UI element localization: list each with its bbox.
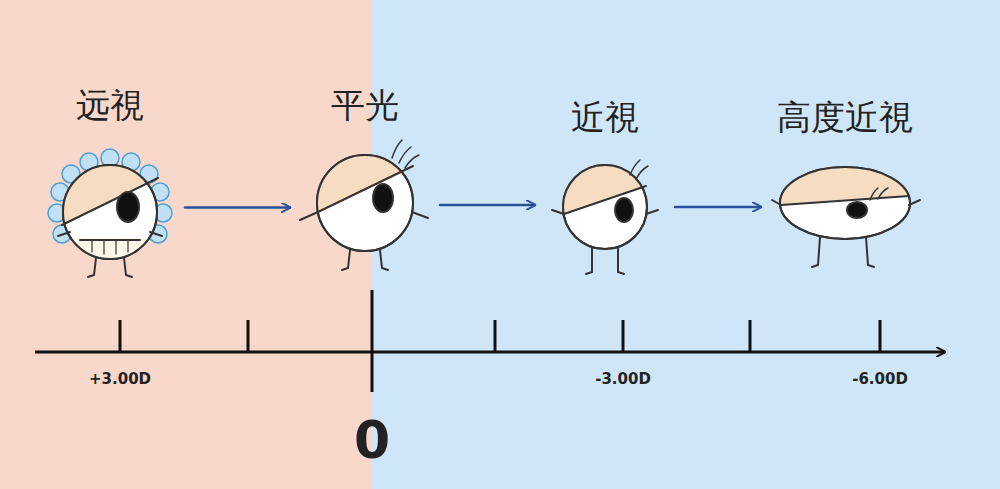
myopia-zone (372, 0, 1000, 489)
progression-arrow (185, 206, 290, 209)
diopter-label: -6.00D (852, 370, 908, 388)
progression-arrow (440, 204, 535, 207)
eye-node: 远視 (45, 85, 175, 275)
myopic-eye (552, 160, 658, 274)
node-heading: 高度近視 (771, 97, 919, 138)
eye-node: 平光 (300, 85, 430, 270)
hyperopia-zone (0, 0, 372, 489)
eye-node: 近視 (545, 97, 665, 277)
progression-arrow (675, 206, 761, 209)
hyperopic-eye (48, 149, 172, 277)
zero-mark: 0 (354, 410, 390, 470)
node-heading: 平光 (300, 85, 430, 126)
diopter-axis (35, 290, 945, 392)
eye-node: 高度近視 (771, 97, 919, 272)
normal-eye (300, 140, 428, 270)
high-myopic-eye (772, 160, 920, 267)
node-heading: 近視 (545, 97, 665, 138)
diopter-label: -3.00D (595, 370, 651, 388)
node-heading: 远視 (45, 85, 175, 126)
diopter-label: +3.00D (89, 370, 151, 388)
